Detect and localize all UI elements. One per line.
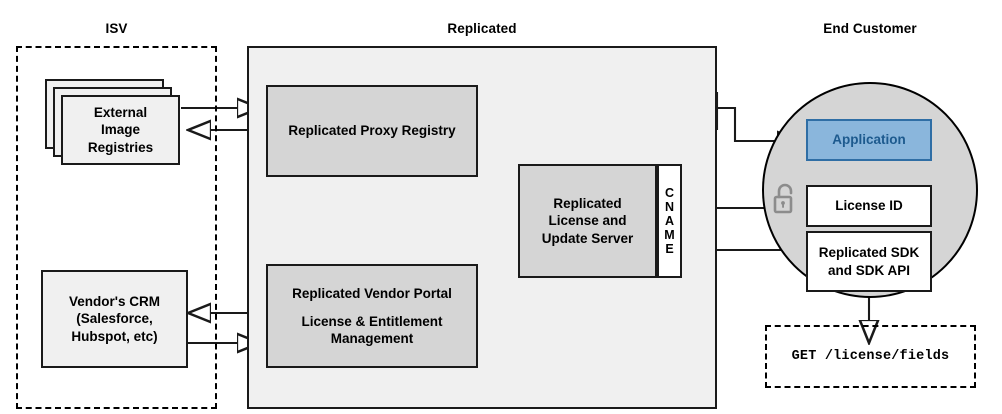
vendor-portal-subtitle: License & Entitlement Management (292, 313, 452, 348)
vendors-crm-line2: (Salesforce, (76, 311, 153, 327)
vendors-crm[interactable]: Vendor's CRM (Salesforce, Hubspot, etc) (41, 270, 188, 368)
external-image-registries[interactable]: External Image Registries (61, 95, 180, 165)
replicated-sdk-and-api[interactable]: Replicated SDK and SDK API (806, 231, 932, 292)
api-call-note: GET /license/fields (765, 325, 976, 388)
vendors-crm-line3: Hubspot, etc) (71, 328, 158, 344)
license-id-label: License ID (835, 198, 903, 214)
replicated-vendor-portal[interactable]: Replicated Vendor Portal License & Entit… (266, 264, 478, 368)
cname-letter-n: N (664, 200, 675, 214)
zone-title-replicated: Replicated (447, 21, 517, 36)
zone-title-end-customer: End Customer (823, 21, 917, 36)
external-image-registries-line1: External (93, 105, 148, 121)
application-label: Application (832, 132, 906, 148)
cname-strip[interactable]: C N A M E (657, 164, 682, 278)
vendors-crm-line1: Vendor's CRM (69, 294, 160, 310)
replicated-sdk-line2: and SDK API (827, 262, 910, 278)
cname-letter-a: A (664, 214, 675, 228)
license-update-server-line3: Update Server (541, 230, 634, 246)
external-image-registries-line3: Registries (87, 139, 154, 155)
external-image-registries-line2: Image (100, 122, 141, 138)
license-update-server-line1: Replicated (553, 196, 622, 212)
cname-letter-m: M (664, 228, 675, 242)
vendor-portal-subtitle-line1: License & Entitlement (301, 313, 443, 329)
replicated-proxy-registry[interactable]: Replicated Proxy Registry (266, 85, 478, 177)
application[interactable]: Application (806, 119, 932, 161)
vendor-portal-subtitle-line2: Management (330, 331, 414, 347)
replicated-sdk-line1: Replicated SDK (818, 245, 920, 261)
cname-letter-e: E (665, 242, 674, 256)
isv-boundary (16, 46, 217, 409)
zone-title-isv: ISV (105, 21, 128, 36)
api-call-label: GET /license/fields (791, 349, 950, 364)
replicated-proxy-registry-label: Replicated Proxy Registry (288, 123, 456, 139)
vendor-portal-title: Replicated Vendor Portal (292, 285, 452, 301)
license-update-server-line2: License and (548, 213, 627, 229)
cname-letter-c: C (664, 186, 675, 200)
replicated-license-and-update-server[interactable]: Replicated License and Update Server (518, 164, 657, 278)
license-id[interactable]: License ID (806, 185, 932, 227)
